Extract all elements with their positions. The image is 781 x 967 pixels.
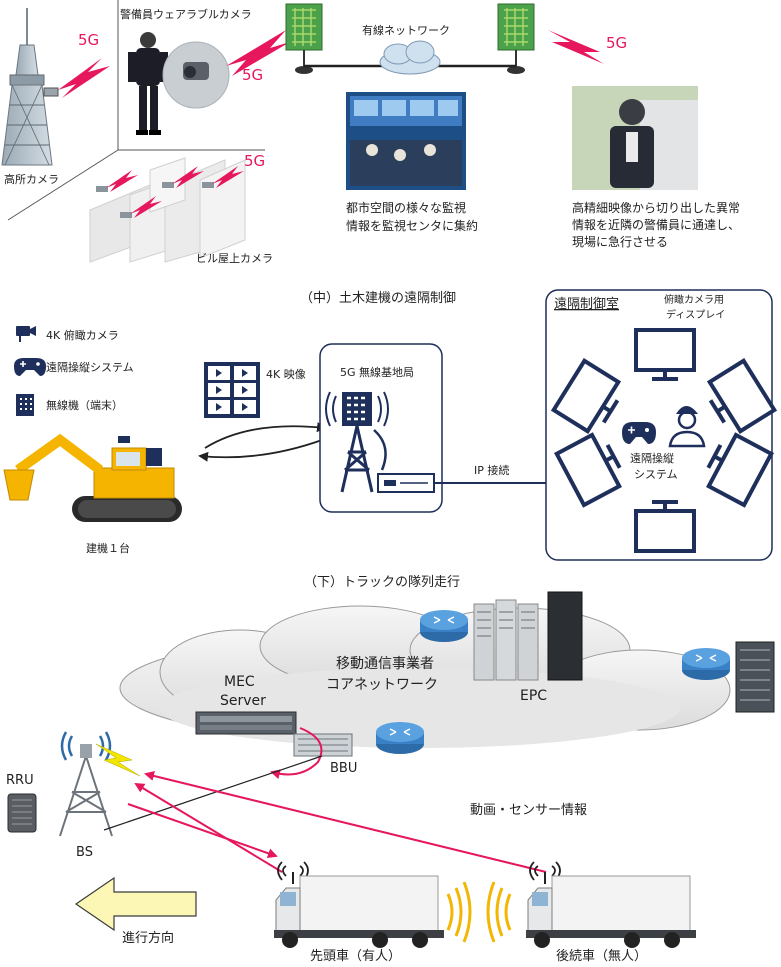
mec-label-line2: Server [220,693,266,709]
5g-label-right: 5G [606,34,627,52]
rooftop-camera-icons [96,182,214,218]
control-room-title: 遠隔制御室 [554,296,619,312]
rooftop-camera-label: ビル屋上カメラ [196,252,273,265]
display-monitor-upper-left [550,358,622,434]
guard-photo [572,86,698,190]
display-monitor-upper-right [706,358,778,434]
rooftop-buildings [89,157,246,263]
broadcast-tower-icon [1,8,53,166]
left-antenna-panel [285,3,323,74]
base-station-label: 5G 無線基地局 [340,365,414,379]
info-arrow-lead-down [127,803,278,859]
legend-radio-terminal-icon [16,394,34,416]
legend-camera-icon [16,326,36,342]
follow-truck-label: 後続車（無人） [556,949,647,963]
wired-network-label: 有線ネットワーク [362,23,450,37]
legend-control-label: 遠隔操縦システム [46,360,134,374]
info-label: 動画・センサー情報 [470,803,587,818]
display-label-line1: 俯瞰カメラ用 [664,293,724,306]
bs-tower-icon [59,731,113,837]
epc-server-rack [473,591,583,681]
legend-gamepad-icon [14,358,46,376]
network-cloud-icon [379,40,441,75]
right-caption-line2: 情報を近隣の警備員に通達し、 [572,217,740,232]
mec-label-line1: MEC [224,674,255,690]
display-label-line2: ディスプレイ [666,308,725,321]
5g-lightning-tower [58,58,110,98]
excavator-illustration [3,433,182,522]
right-antenna-panel [497,3,535,74]
lead-truck-illustration [274,861,444,948]
follow-truck-signal-icon [486,881,512,943]
legend-radio-label: 無線機（端末） [46,398,123,412]
bs-label: BS [76,845,93,860]
rru-label: RRU [6,773,34,788]
5g-label-buildings: 5G [244,152,265,170]
tower-camera-icon [43,87,59,97]
display-monitor-lower-left [554,432,622,508]
5g-label-guard: 5G [242,66,263,84]
network-device-icon [377,473,435,493]
right-caption-line1: 高精細映像から切り出した異常 [572,200,740,215]
video-control-arrow-lower [198,439,323,462]
router-icon-top [420,610,468,642]
security-guard-figure [128,32,168,135]
bottom-title: （下）トラックの隊列走行 [304,574,460,590]
direction-arrow [74,876,197,932]
display-monitor-top [634,328,696,381]
machine-label: 建機１台 [86,541,130,555]
center-caption-line1: 都市空間の様々な監視 [346,200,466,215]
core-network-line1: 移動通信事業者 [336,656,434,672]
floor-line-left [7,149,119,221]
middle-section: （中）土木建機の遠隔制御 4K 俯瞰カメラ 遠隔操縦システム 無線機（端末） 4… [3,289,778,561]
lead-truck-signal-icon [446,881,472,943]
info-arrow-follow-up [144,771,547,873]
rooftop-5g-lightnings [106,166,244,218]
tower-camera-label: 高所カメラ [4,172,59,186]
system-label-line2: システム [634,468,678,481]
system-label-line1: 遠隔操縦 [630,451,674,465]
right-caption-line3: 現場に急行させる [572,234,668,249]
4k-video-icon [204,362,260,418]
lead-truck-label: 先頭車（有人） [310,949,401,963]
bottom-section: （下）トラックの隊列走行 移動通信事業者 コアネットワーク [6,574,775,964]
bbu-label: BBU [330,761,357,776]
monitoring-center-photo [346,92,466,190]
core-network-line2: コアネットワーク [326,677,438,693]
base-station-antenna-icon [325,391,389,493]
5g-lightning-right [548,30,604,64]
rru-device-icon [7,793,37,833]
follow-truck-illustration [526,861,696,948]
operator-icon [668,406,706,448]
legend-camera-label: 4K 俯瞰カメラ [46,328,119,342]
4k-video-label: 4K 映像 [266,368,306,381]
display-monitor-bottom [634,500,696,553]
display-monitor-lower-right [706,432,774,508]
router-icon-bottom [376,722,424,754]
guard-camera-label: 警備員ウェアラブルカメラ [120,7,252,21]
top-section: 5G 高所カメラ 警備員ウェアラブルカメラ 5G [1,0,740,265]
video-control-arrow-upper [204,422,327,449]
mec-bbu-loop-arrow [270,727,323,780]
wearable-camera-closeup [162,41,230,109]
external-server-icon [735,641,775,713]
router-icon-right [682,648,730,680]
bs-lightning-icon [95,743,141,777]
5g-label-tower: 5G [78,31,99,49]
control-gamepad-icon [622,422,656,444]
direction-label: 進行方向 [122,930,174,946]
mec-server-icon [195,711,297,735]
info-arrow-lead-up [134,782,283,873]
bbu-device-icon [293,733,353,757]
epc-label: EPC [520,688,547,704]
center-caption-line2: 情報を監視センタに集約 [346,218,478,233]
bs-bbu-line [103,755,323,831]
5g-lightning-guard [226,30,290,76]
ip-label: IP 接続 [474,463,509,477]
middle-title: （中）土木建機の遠隔制御 [300,291,456,306]
